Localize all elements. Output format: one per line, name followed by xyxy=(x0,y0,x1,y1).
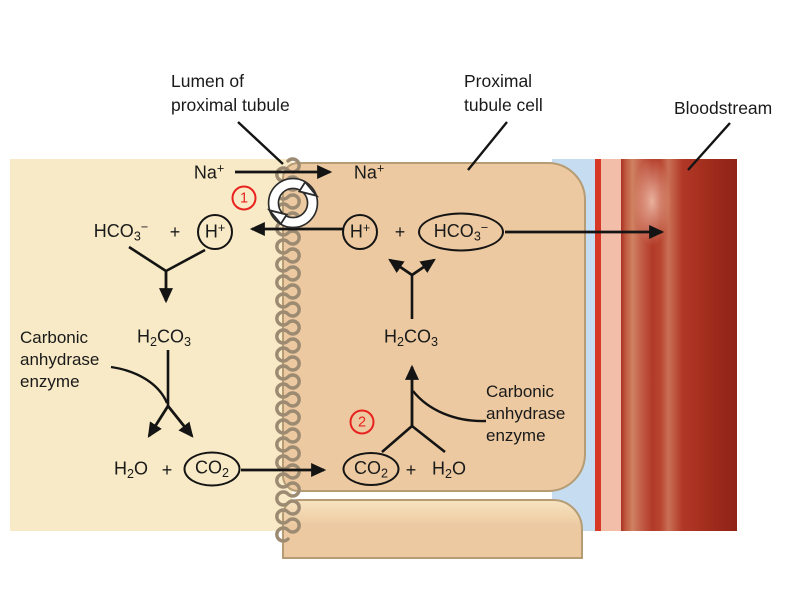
h-lumen-label: H+ xyxy=(204,221,226,242)
hco3-cell-label: HCO3− xyxy=(433,220,489,244)
h-lumen-circle: H+ xyxy=(197,214,233,250)
enzyme-left-line3: enzyme xyxy=(20,372,80,391)
lumen-callout-label: Lumen of proximal tubule xyxy=(171,69,290,117)
co2-lumen-ellipse: CO2 xyxy=(183,451,241,487)
lumen-callout-line2: proximal tubule xyxy=(171,95,290,115)
co2-cell-ellipse: CO2 xyxy=(342,452,400,486)
bloodstream-highlight xyxy=(630,159,680,289)
enzyme-right-line1: Carbonic xyxy=(486,382,555,401)
step-1-badge: 1 xyxy=(231,185,257,211)
h2o-cell-label: H2O xyxy=(431,458,467,481)
plus-sign-lumen-bottom: + xyxy=(161,460,173,480)
h2co3-cell-label: H2CO3 xyxy=(383,326,439,349)
na-cell-label: Na+ xyxy=(353,161,385,183)
h2co3-lumen-label: H2CO3 xyxy=(136,326,192,349)
co2-lumen-label: CO2 xyxy=(194,457,230,481)
capillary-wall-line xyxy=(595,159,601,531)
h-cell-label: H+ xyxy=(349,221,371,242)
step-2-badge: 2 xyxy=(349,409,375,435)
bloodstream-callout-label: Bloodstream xyxy=(674,98,773,118)
hco3-lumen-label: HCO3− xyxy=(93,220,149,244)
enzyme-right-line2: anhydrase xyxy=(486,404,566,423)
enzyme-right-line3: enzyme xyxy=(486,426,546,445)
cell-callout-label: Proximal tubule cell xyxy=(464,69,543,117)
co2-cell-label: CO2 xyxy=(353,457,389,481)
hco3-cell-ellipse: HCO3− xyxy=(418,212,504,252)
enzyme-left-line1: Carbonic xyxy=(20,328,89,347)
h2o-lumen-label: H2O xyxy=(113,458,149,481)
h-cell-circle: H+ xyxy=(342,214,378,250)
enzyme-left-line2: anhydrase xyxy=(20,350,100,369)
lumen-callout-pointer xyxy=(237,121,284,165)
capillary-wall-band xyxy=(601,159,621,531)
lumen-callout-line1: Lumen of xyxy=(171,71,244,91)
plus-sign-cell-bottom: + xyxy=(405,460,417,480)
adjacent-cell-shape xyxy=(282,499,583,559)
na-lumen-label: Na+ xyxy=(193,161,225,183)
carbonic-anhydrase-label-lumen: Carbonic anhydrase enzyme xyxy=(20,327,99,393)
plus-sign-lumen-top: + xyxy=(169,222,181,242)
cell-callout-line1: Proximal xyxy=(464,71,533,91)
plus-sign-cell-top: + xyxy=(394,222,406,242)
cell-callout-line2: tubule cell xyxy=(464,95,543,115)
carbonic-anhydrase-label-cell: Carbonic anhydrase enzyme xyxy=(486,381,565,447)
